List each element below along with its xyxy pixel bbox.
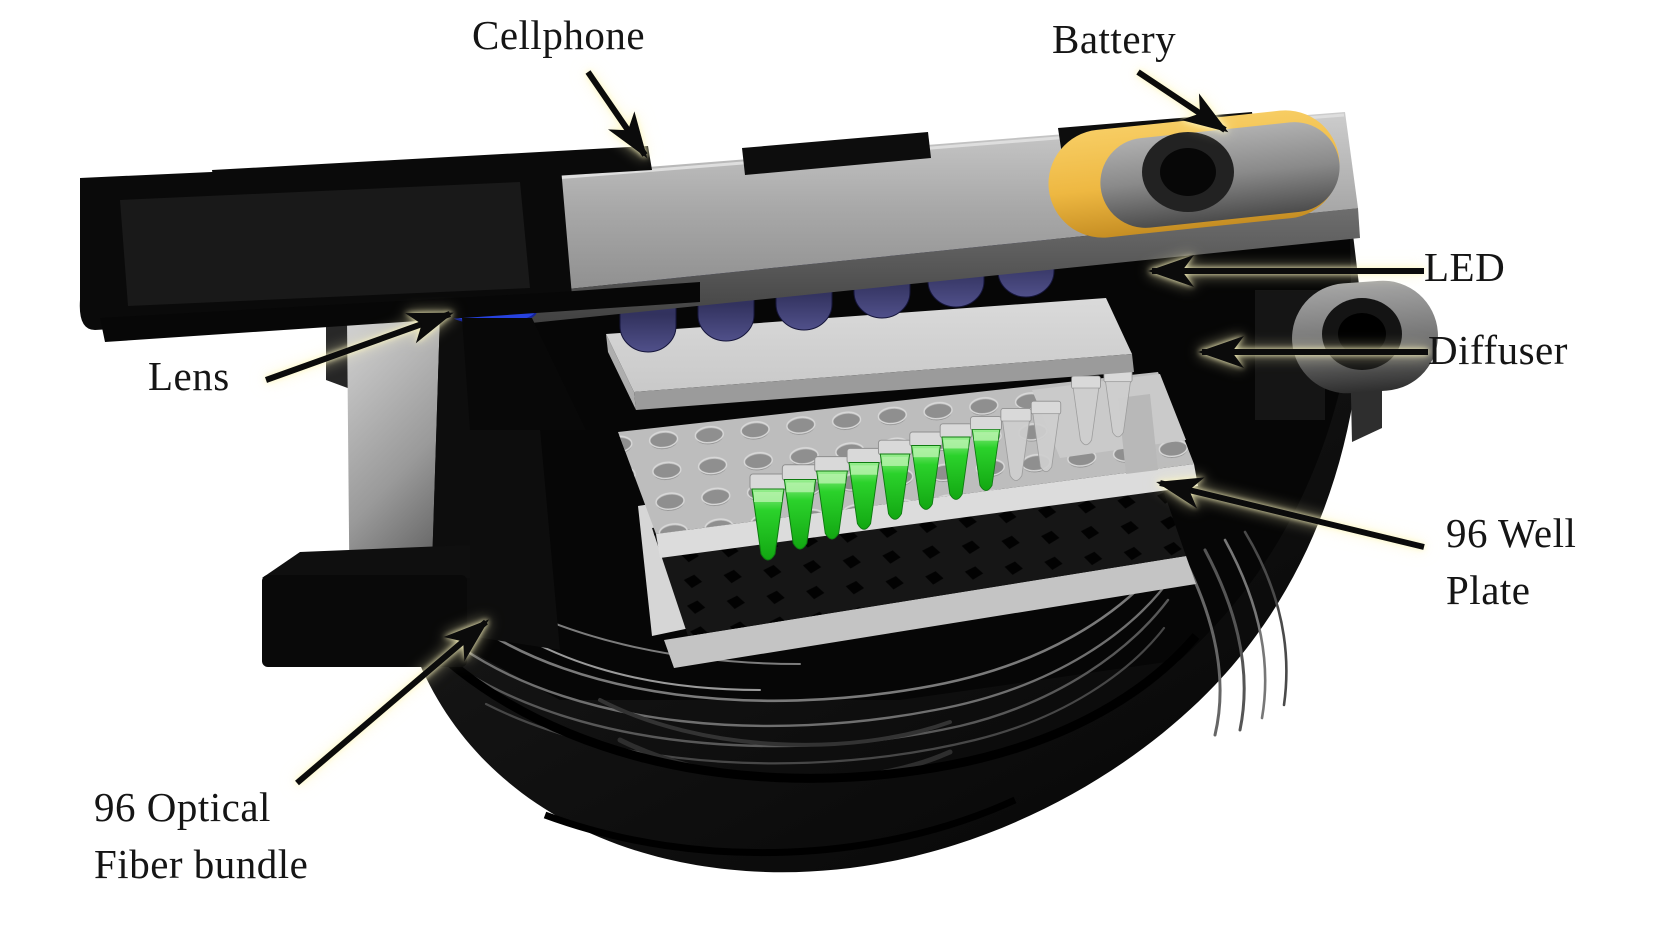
label-cellphone: Cellphone (472, 12, 646, 58)
label-led: LED (1424, 244, 1506, 290)
housing-cut-edge (398, 612, 1200, 857)
leader-arrow-battery (1136, 69, 1229, 133)
label-well-plate-line1: 96 Well (1446, 510, 1577, 556)
battery-assembly (1048, 110, 1340, 238)
fiber-strand (1203, 548, 1246, 732)
label-battery: Battery (1052, 16, 1177, 62)
leader-arrow-fiber-bundle (295, 619, 490, 786)
leader-arrow-cellphone (585, 70, 648, 159)
fiber-strand (1243, 530, 1288, 707)
label-lens: Lens (148, 353, 230, 399)
leader-arrow-lens (264, 311, 454, 383)
label-diffuser: Diffuser (1428, 327, 1568, 373)
base-foot (262, 545, 470, 667)
label-fiber-bundle: 96 Optical Fiber bundle (94, 784, 309, 888)
fiber-strand (466, 558, 1167, 703)
label-well-plate: 96 Well Plate (1446, 510, 1577, 614)
leader-arrow-well-plate (1156, 477, 1425, 550)
battery-opening-core (1160, 148, 1216, 196)
label-fiber-line2: Fiber bundle (94, 841, 309, 888)
label-well-plate-line2: Plate (1446, 567, 1531, 614)
plate-corner-post (1118, 394, 1158, 474)
leader-arrows (264, 69, 1428, 786)
fiber-strand (1223, 538, 1267, 720)
fiber-strand (598, 698, 952, 747)
fiber-strand (460, 574, 1174, 728)
label-fiber-line1: 96 Optical (94, 784, 271, 830)
lens-shadow (462, 318, 586, 430)
tray-front-edge (664, 556, 1196, 668)
phone-clamp-left (79, 146, 700, 342)
phone-bracket-top (742, 132, 931, 175)
diffuser-plate (606, 298, 1134, 410)
